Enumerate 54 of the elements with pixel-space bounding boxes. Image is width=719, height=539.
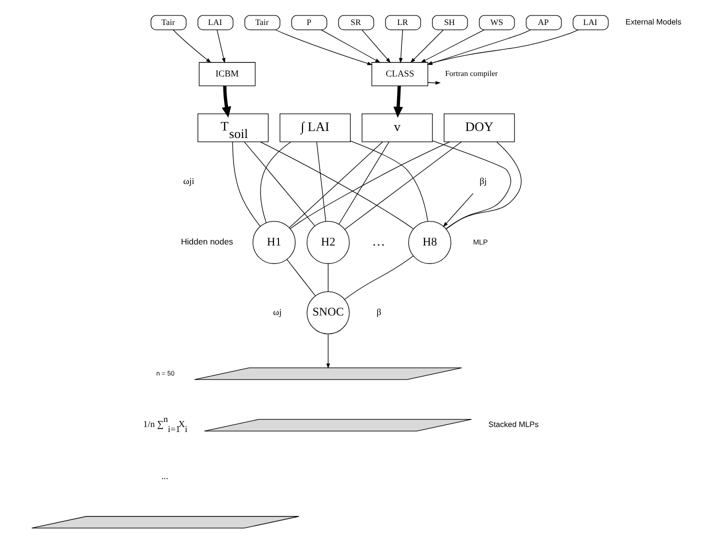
node-text: βj (480, 176, 487, 186)
label: ωj (273, 307, 282, 318)
arrow (362, 30, 391, 64)
arrow (420, 30, 484, 63)
connector (232, 142, 261, 227)
connector (316, 142, 326, 222)
arrow (442, 193, 474, 228)
node-box: P (291, 15, 328, 30)
arrow (172, 30, 212, 63)
arrow (398, 30, 403, 64)
connector (286, 259, 316, 296)
node-box: LAI (572, 15, 609, 30)
node-circle: H2 (306, 220, 350, 264)
connector (289, 142, 383, 228)
connector (260, 142, 414, 230)
arrow (393, 86, 403, 118)
connector (350, 140, 428, 222)
label: ... (161, 471, 168, 482)
node-box: ∫ LAI (280, 114, 351, 142)
label: β (376, 307, 382, 318)
connector (290, 142, 450, 229)
arrow (410, 30, 444, 63)
connector (344, 142, 462, 230)
arrow (326, 334, 330, 369)
node-box: AP (526, 15, 562, 30)
node-parallelogram (31, 516, 300, 528)
node-box: DOY (444, 114, 515, 142)
node-circle: SNOC (306, 291, 350, 334)
node-box: LAI (198, 15, 234, 30)
node-box: Tair (244, 15, 280, 30)
connector (344, 256, 414, 300)
node-box: Tair (150, 15, 186, 30)
connector (446, 142, 522, 229)
arrow (275, 30, 373, 66)
label: … (372, 234, 386, 249)
node-box: WS (478, 15, 515, 30)
connector (432, 140, 512, 230)
node-circle: H1 (252, 220, 296, 264)
connector (260, 142, 292, 223)
node-box: ICBM (198, 62, 256, 86)
node-parallelogram (194, 368, 462, 380)
node-box: CLASS (371, 62, 428, 86)
arrow (222, 86, 232, 118)
arrow (320, 30, 381, 63)
connector (244, 142, 316, 226)
node-box: SH (432, 15, 468, 30)
node-box: SR (338, 15, 374, 30)
connector (338, 142, 390, 224)
node-parallelogram (204, 419, 472, 432)
node-box: v (362, 114, 433, 142)
node-box: LR (385, 15, 421, 30)
label: Hidden nodes (180, 236, 234, 247)
label: ωji (183, 176, 194, 186)
arrow (216, 30, 226, 64)
